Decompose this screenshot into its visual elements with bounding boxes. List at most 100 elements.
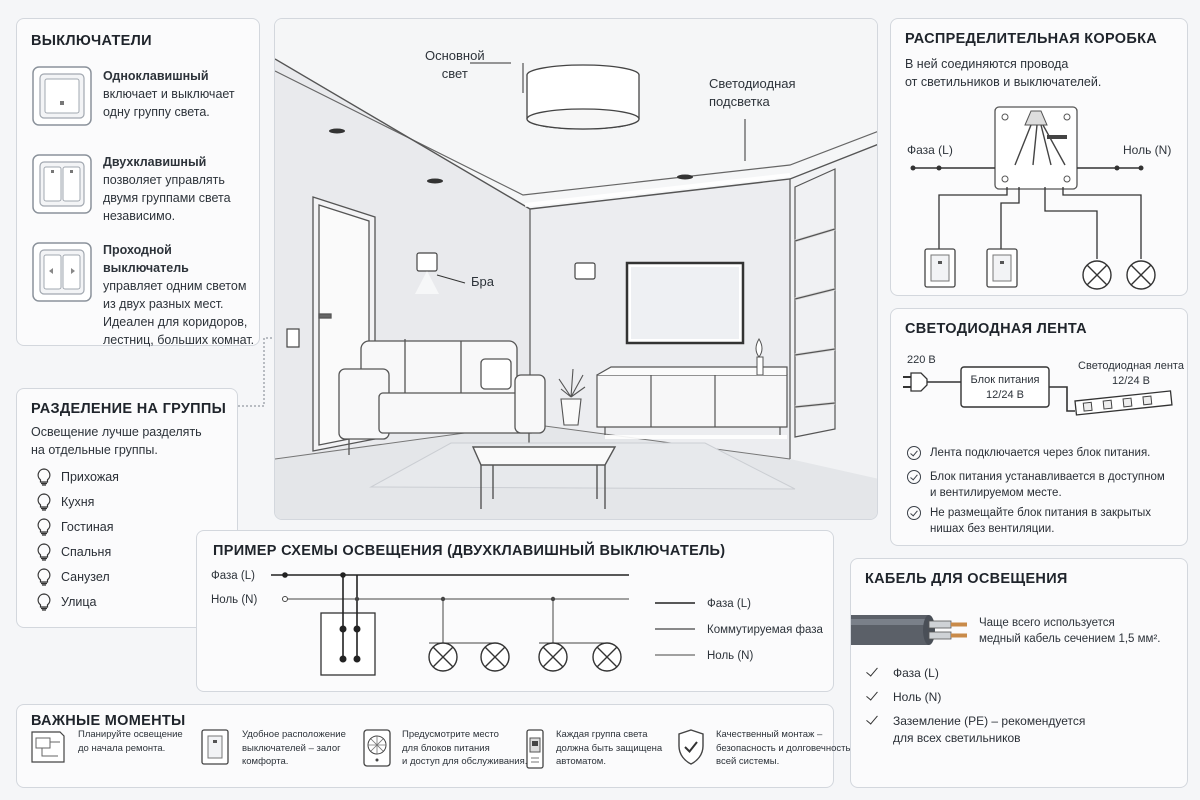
label-main-light: Основной свет [425,47,485,83]
check-circle-icon [907,470,921,484]
groups-intro-1: Освещение лучше разделять [31,425,202,439]
double-switch-desc-3: независимо. [103,209,176,223]
group-label-kitchen: Кухня [61,495,95,509]
sofa [338,339,546,455]
lamp-symbol-icon [1126,260,1156,290]
single-switch-desc-1: включает и выключает [103,87,235,101]
pass-switch-desc-1: управляет одним светом [103,279,247,293]
group-item-hallway: Прихожая [37,467,119,487]
tv [625,261,745,345]
lightbulb-icon [37,593,51,611]
junction-desc-1: В ней соединяются провода [905,57,1069,71]
cable-item-phase: Фаза (L) [865,665,939,682]
lightbulb-icon [37,568,51,586]
shield-check-icon [678,729,704,765]
plug-icon [903,372,928,392]
led-strip-title: СВЕТОДИОДНАЯ ЛЕНТА [905,321,1087,337]
led-check-2-text-2: и вентилируемом месте. [930,487,1062,499]
led-voltage-label: 220 В [907,354,936,366]
label-main-light-1: Основной [425,48,485,63]
groups-title: РАЗДЕЛЕНИЕ НА ГРУППЫ [31,401,227,417]
tv-console [596,366,788,435]
ceiling-spot-3 [677,174,693,180]
important-2-text-2: выключателей – залог [242,742,341,754]
psu-fan-icon [363,729,391,767]
lamp-symbol-icon [428,642,458,672]
lamp-symbol-icon [480,642,510,672]
led-strip-diagram [903,366,1173,416]
important-5-text-3: всей системы. [716,756,780,767]
lamp-symbol-icon [1082,260,1112,290]
led-check-3-text-1: Не размещайте блок питания в закрытых [930,507,1152,519]
double-switch-symbol [320,612,376,676]
sconce-left [416,252,438,272]
scheme-title: ПРИМЕР СХЕМЫ ОСВЕЩЕНИЯ (ДВУХКЛАВИШНЫЙ ВЫ… [213,543,726,559]
cable-icon [851,615,967,645]
pass-switch-name: Проходной выключатель [103,243,189,275]
cable-desc-1: Чаще всего используется [979,617,1115,629]
room-illustration-panel: Основной свет Светодиодная подсветка Бра [274,18,878,520]
pass-switch-icon [32,242,92,302]
strip-label-1: Светодиодная лента [1078,360,1184,372]
legend-phase-label: Фаза (L) [707,598,751,610]
vase [755,338,764,376]
important-4-text-1: Каждая группа света [556,729,648,740]
coffee-table [471,446,617,509]
switch-icon [986,248,1018,288]
lamp-symbol-icon [592,642,622,672]
psu-label-2: 12/24 В [986,389,1024,401]
scheme-phase-label: Фаза (L) [211,570,255,582]
important-4-text-3: автоматом. [556,756,606,767]
lighting-scheme-panel: ПРИМЕР СХЕМЫ ОСВЕЩЕНИЯ (ДВУХКЛАВИШНЫЙ ВЫ… [196,530,834,692]
wall-shelves [794,168,836,438]
scheme-neutral-label: Ноль (N) [211,594,258,606]
important-1-text-1: Планируйте освещение [78,729,183,740]
important-3-text-2: для блоков питания [402,742,490,754]
led-strip-icon [1074,390,1173,416]
cable-item-neutral-text: Ноль (N) [893,690,942,704]
label-main-light-2: свет [441,66,468,81]
single-switch-icon [32,66,92,126]
single-switch-name: Одноклавишный [103,69,209,83]
important-3-text-3: и доступ для обслуживания. [402,756,528,767]
sconce-right [574,262,596,280]
double-switch-name: Двухклавишный [103,155,207,169]
group-item-bedroom: Спальня [37,542,111,562]
legend-neutral-label: Ноль (N) [707,650,754,662]
junction-neutral-label: Ноль (N) [1123,143,1172,157]
junction-desc-2: от светильников и выключателей. [905,75,1102,89]
ceiling-spot-2 [427,178,443,184]
pass-switch-desc-2: из двух разных мест. [103,297,224,311]
lightbulb-icon [37,468,51,486]
lightbulb-icon [37,543,51,561]
led-strip-panel: СВЕТОДИОДНАЯ ЛЕНТА 220 В Блок питания 12… [890,308,1188,546]
double-switch-icon [32,154,92,214]
cable-desc-2: медный кабель сечением 1,5 мм². [979,633,1161,645]
switches-title: ВЫКЛЮЧАТЕЛИ [31,33,152,49]
cable-item-neutral: Ноль (N) [865,689,941,706]
cable-panel: КАБЕЛЬ ДЛЯ ОСВЕЩЕНИЯ Чаще всего использу… [850,558,1188,788]
group-label-bedroom: Спальня [61,545,112,559]
cable-title: КАБЕЛЬ ДЛЯ ОСВЕЩЕНИЯ [865,571,1068,587]
lightbulb-icon [37,518,51,536]
important-panel: ВАЖНЫЕ МОМЕНТЫ [16,704,834,788]
checkmark-icon [865,667,879,677]
cable-item-ground-text-2: для всех светильников [893,731,1021,745]
breaker-icon [526,729,544,769]
double-switch-desc-1: позволяет управлять [103,173,225,187]
label-led-1: Светодиодная [709,76,796,91]
group-item-kitchen: Кухня [37,492,94,512]
switch-icon [201,729,229,765]
important-1-text-2: до начала ремонта. [78,742,166,754]
important-4-text-2: должна быть защищена [556,742,663,754]
room-illustration [275,19,877,519]
blueprint-icon [31,731,65,763]
important-item-4: Каждая группа света должна быть защищена а… [524,728,662,770]
groups-intro-2: на отдельные группы. [31,443,158,457]
junction-phase-label: Фаза (L) [907,143,953,157]
label-sconce: Бра [471,274,494,289]
